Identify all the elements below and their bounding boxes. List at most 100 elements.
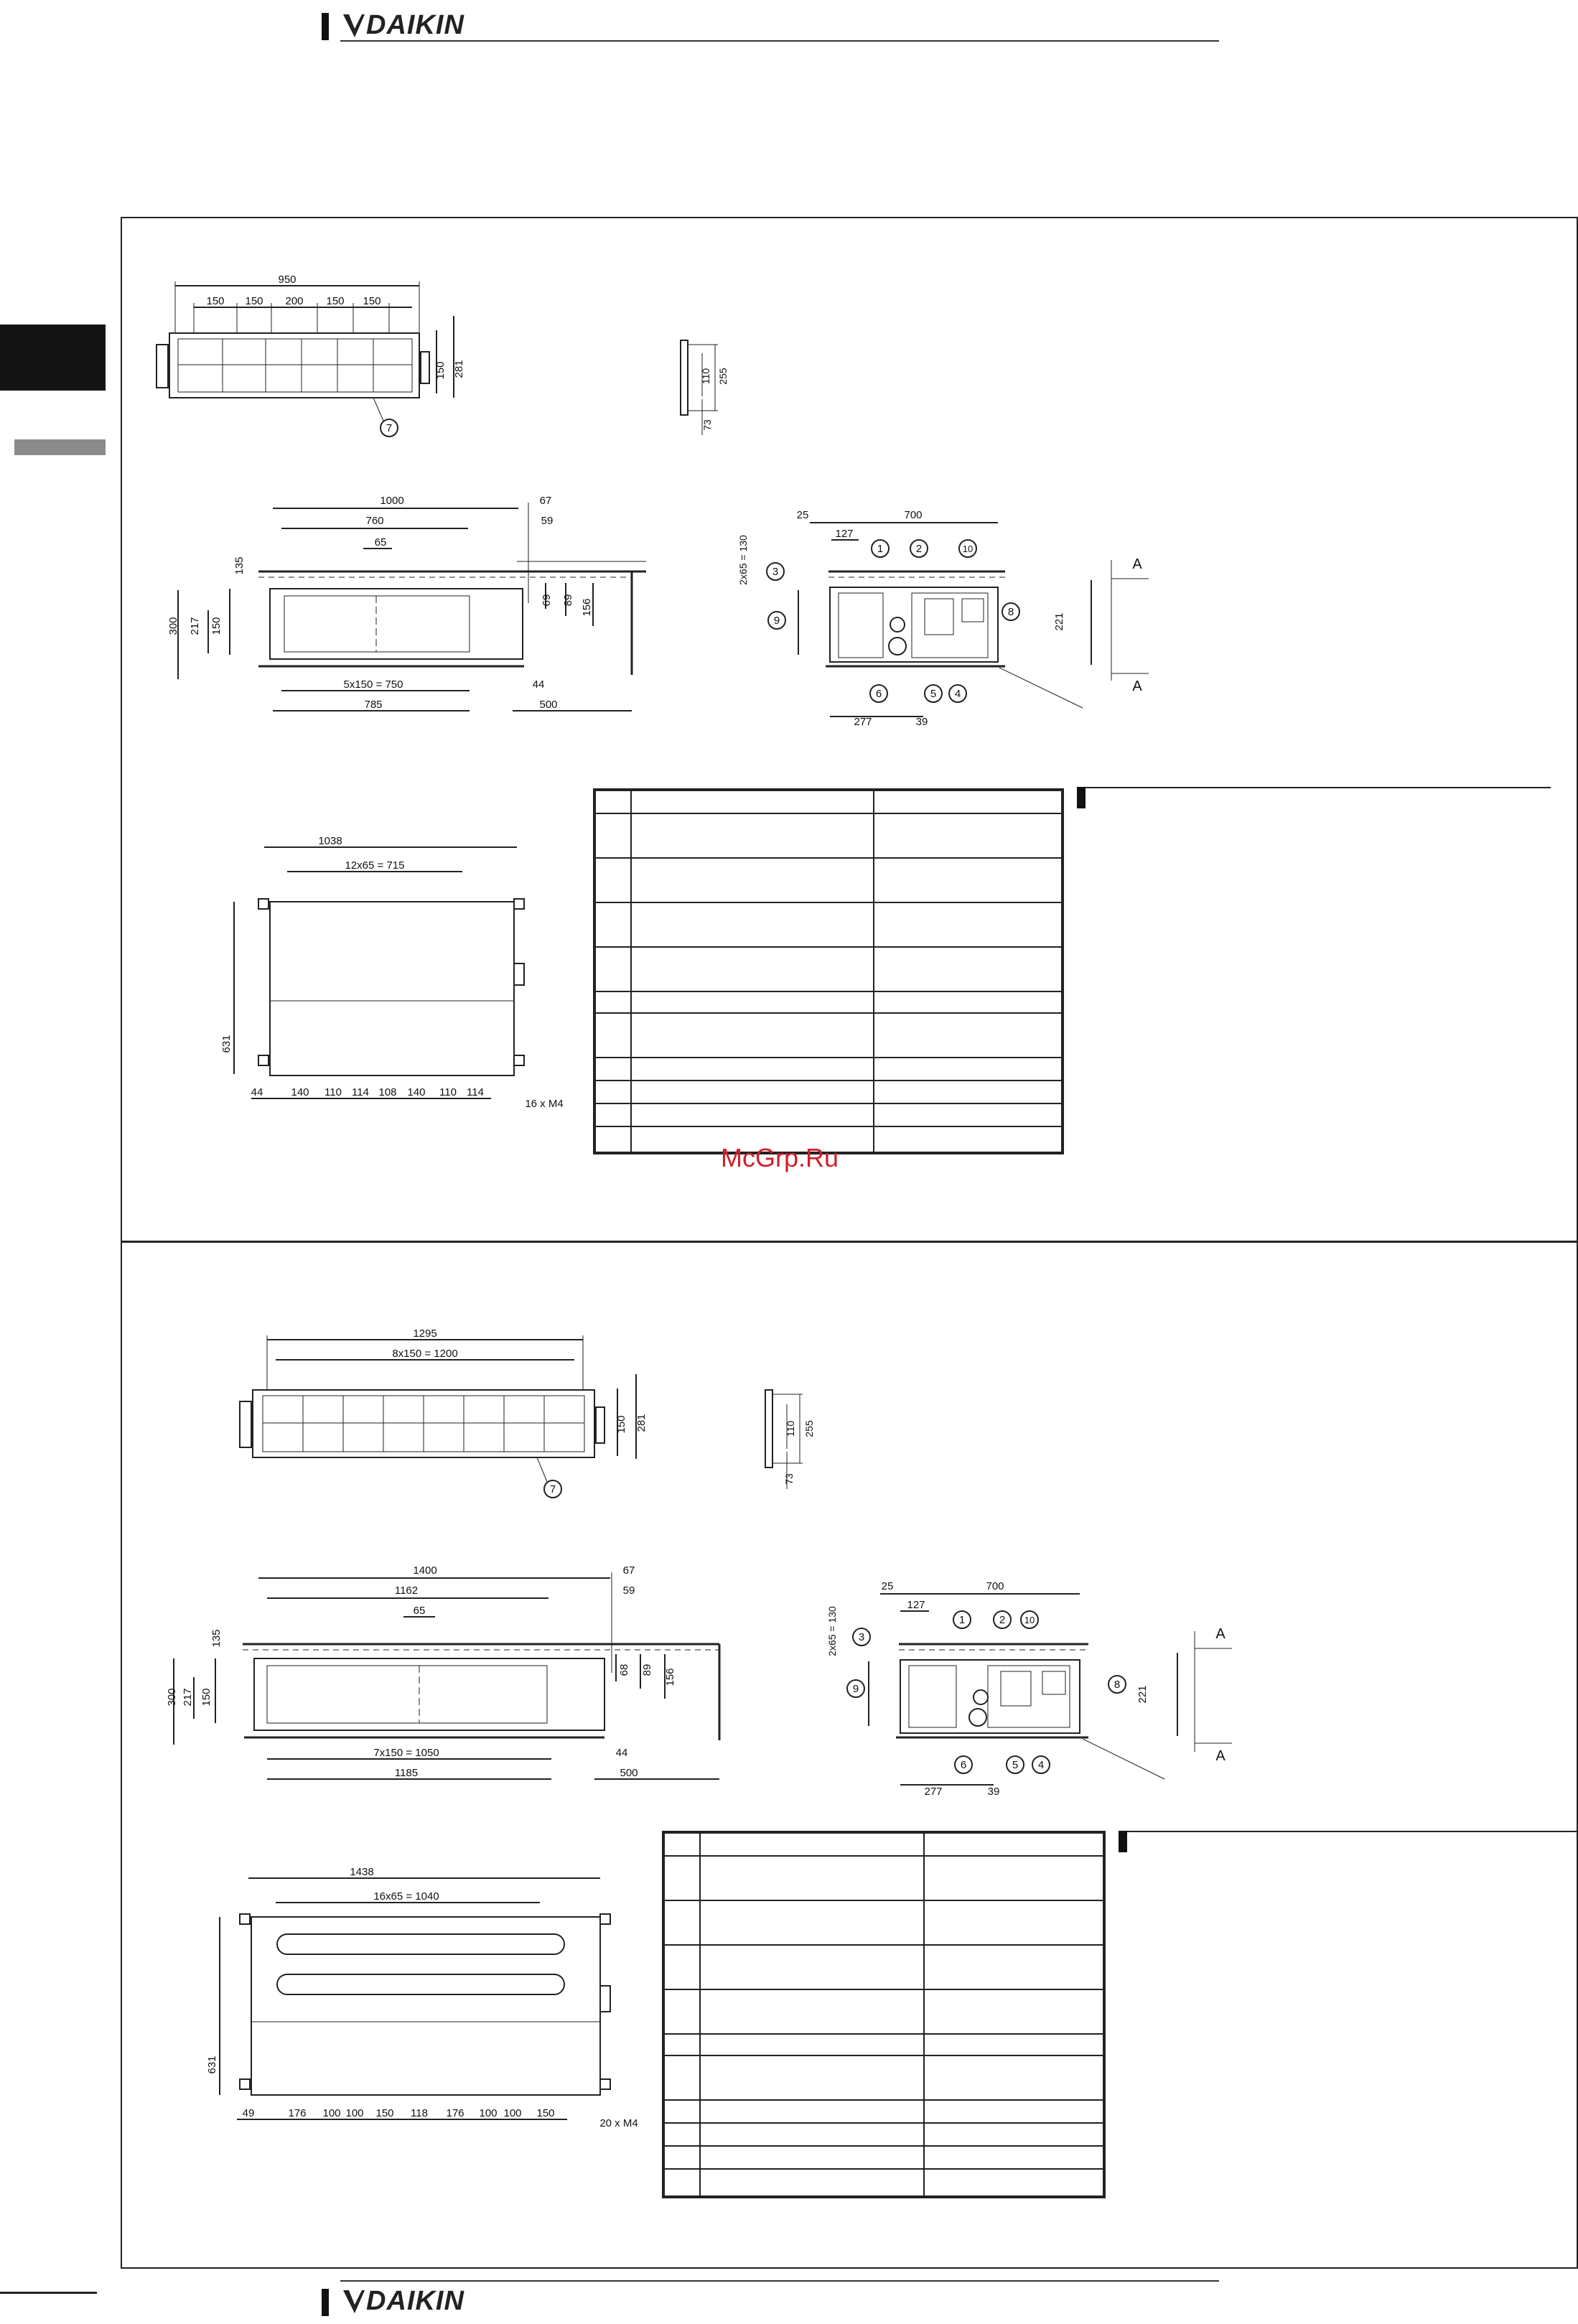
unit1-bottom-seg-1: 44 (251, 1086, 263, 1098)
unit2-front-inner: 1162 (395, 1585, 418, 1597)
unit2-side-view (846, 1593, 1232, 1786)
unit2-small-side (765, 1389, 803, 1489)
unit2-spec-table (662, 1831, 1106, 2198)
unit2-front-bottom-right: 44 (616, 1747, 628, 1759)
unit1-callout-3: 3 (772, 566, 778, 578)
unit2-small-b: 255 (803, 1420, 815, 1437)
unit1-top-seg-5: 150 (363, 295, 381, 307)
unit2-bottom-seg-2: 176 (288, 2107, 306, 2119)
unit2-callout-3: 3 (859, 1631, 864, 1643)
unit1-top-seg-3: 200 (285, 295, 303, 307)
unit1-front-wall-gap: 500 (539, 699, 557, 711)
unit1-side-top-inner: 127 (835, 528, 853, 540)
unit1-top-seg-4: 150 (326, 295, 344, 307)
daikin-logo-icon (343, 14, 365, 37)
unit2-side-top-overall: 700 (986, 1580, 1004, 1592)
unit1-front-left-inner: 150 (210, 617, 223, 635)
unit1-front-left-top: 135 (233, 556, 246, 574)
unit1-bottom-overall: 1038 (318, 835, 342, 847)
unit1-top-height-outer: 281 (453, 360, 465, 378)
unit2-small-c: 73 (783, 1473, 795, 1485)
unit1-side-top-overall: 700 (904, 509, 922, 521)
unit1-side-left-pitch: 2x65 = 130 (737, 535, 749, 585)
unit2-callout-10: 10 (1024, 1615, 1035, 1625)
unit2-front-right-h3: 156 (664, 1668, 676, 1686)
unit1-front-right-h3: 156 (581, 598, 593, 616)
unit1-bottom-view (233, 846, 525, 1099)
unit2-bottom-seg-3: 100 (322, 2107, 340, 2119)
unit2-front-wall-gap: 500 (620, 1767, 638, 1779)
unit1-section-top: A (1132, 556, 1142, 572)
unit1-front-bottom-pitch: 5x150 = 750 (344, 678, 403, 691)
unit1-callout-8: 8 (1008, 606, 1014, 618)
unit2-top-height-inner: 150 (615, 1415, 627, 1433)
unit2-top-view (239, 1335, 637, 1498)
section-strip (14, 439, 106, 455)
unit2-front-right-h1: 68 (618, 1664, 630, 1676)
unit2-front-right-h2: 89 (641, 1664, 653, 1676)
unit2-top-callout: 7 (550, 1483, 556, 1495)
unit1-small-a: 110 (700, 368, 711, 385)
unit1-top-callout: 7 (386, 422, 392, 434)
unit1-front-bottom-right: 44 (533, 678, 545, 691)
unit2-bottom-seg-5: 150 (375, 2107, 393, 2119)
unit1-bottom-screws: 16 x M4 (525, 1098, 563, 1110)
unit1-front-bottom-overall: 785 (364, 699, 382, 711)
drawing-frame (121, 217, 1578, 2269)
page-header: DAIKIN (322, 4, 1219, 47)
unit1-side-bottom-b: 39 (916, 716, 928, 728)
unit1-callout-6: 6 (876, 688, 882, 700)
unit1-callout-4: 4 (955, 688, 961, 700)
unit2-section-top: A (1215, 1626, 1225, 1642)
unit2-front-overall: 1400 (413, 1564, 436, 1577)
unit1-bottom-seg-8: 114 (467, 1086, 484, 1098)
unit2-side-right-h: 221 (1136, 1685, 1149, 1703)
unit1-drawings: 950 150 150 200 150 150 150 281 7 110 25… (156, 274, 1149, 1110)
unit1-front-overall: 1000 (380, 495, 403, 507)
unit1-side-top-left: 25 (797, 509, 809, 521)
watermark: McGrp.Ru (721, 1143, 839, 1172)
unit1-front-right-h2: 89 (562, 594, 574, 607)
unit2-section-bottom: A (1215, 1748, 1225, 1764)
unit1-front-right-b: 59 (541, 515, 554, 527)
unit2-callout-4: 4 (1038, 1759, 1044, 1771)
unit2-callout-8: 8 (1114, 1679, 1120, 1691)
unit2-front-right-a: 67 (623, 1564, 635, 1577)
unit2-front-bottom-overall: 1185 (395, 1767, 418, 1779)
unit2-bottom-seg-8: 100 (479, 2107, 497, 2119)
brand-logo-text: DAIKIN (366, 2286, 464, 2316)
unit2-side-bottom-a: 277 (924, 1786, 942, 1798)
unit1-callout-1: 1 (877, 543, 883, 555)
unit1-side-view (766, 522, 1149, 717)
section-tab (0, 325, 106, 391)
unit2-top-overall: 1295 (413, 1327, 436, 1340)
page-footer: DAIKIN (322, 2280, 1219, 2323)
unit1-top-height-inner: 150 (434, 361, 447, 379)
unit2-callout-6: 6 (961, 1759, 966, 1771)
unit2-front-center: 65 (414, 1605, 426, 1617)
unit2-bottom-seg-6: 118 (411, 2107, 428, 2119)
unit1-bottom-seg-7: 110 (439, 1086, 457, 1098)
unit1-top-overall: 950 (278, 274, 296, 286)
unit1-small-c: 73 (701, 419, 713, 431)
unit1-side-right-h: 221 (1053, 612, 1065, 630)
unit2-bottom-screws: 20 x M4 (599, 2117, 638, 2129)
header-bar (322, 13, 329, 40)
unit1-bottom-pitch: 12x65 = 715 (345, 859, 405, 872)
unit1-side-bottom-a: 277 (854, 716, 872, 728)
unit2-bottom-seg-1: 49 (243, 2107, 255, 2119)
unit1-top-seg-1: 150 (206, 295, 224, 307)
unit2-top-pitch: 8x150 = 1200 (392, 1348, 457, 1360)
unit2-bottom-overall: 1438 (350, 1866, 373, 1878)
unit2-side-top-left: 25 (882, 1580, 894, 1592)
unit2-callout-5: 5 (1012, 1759, 1018, 1771)
unit2-bottom-height: 631 (206, 2055, 218, 2073)
unit2-callout-9: 9 (853, 1683, 859, 1695)
unit1-front-inner: 760 (365, 515, 383, 527)
unit1-bottom-seg-4: 114 (352, 1086, 369, 1098)
unit2-front-left-mid: 217 (182, 1688, 194, 1706)
unit1-front-left-mid: 217 (189, 617, 201, 635)
unit1-callout-10: 10 (963, 543, 973, 554)
unit2-top-height-outer: 281 (635, 1414, 648, 1432)
unit1-bottom-seg-6: 140 (407, 1086, 425, 1098)
